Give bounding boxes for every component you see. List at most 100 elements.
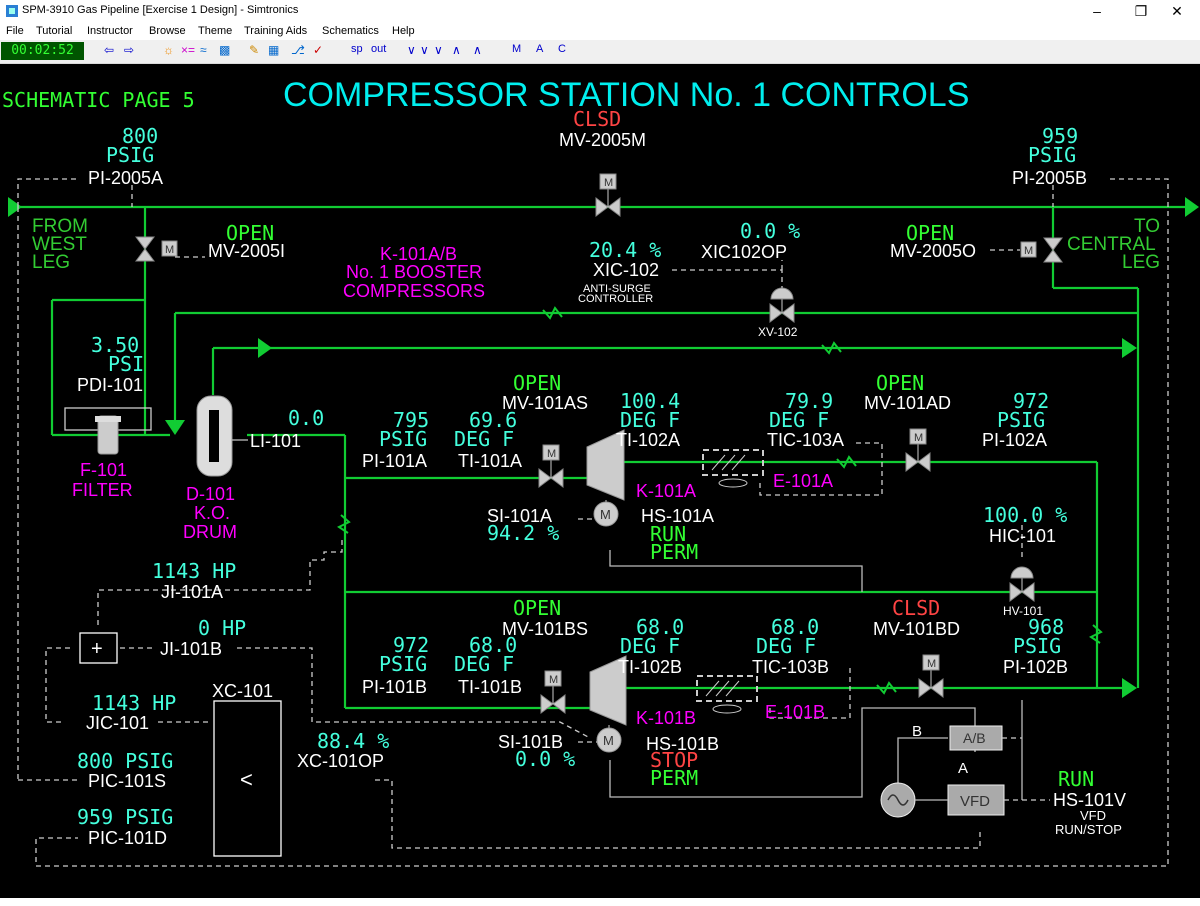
bottom-bar [0, 898, 1200, 906]
vfd-block[interactable]: VFD [947, 784, 1005, 816]
ji-101b-tag[interactable]: JI-101B [160, 639, 222, 659]
trend-icon[interactable]: ≈ [200, 43, 207, 57]
mv-2005i-tag[interactable]: MV-2005I [208, 241, 285, 261]
mv-2005i-status: OPEN [226, 221, 274, 245]
ti-101a-tag[interactable]: TI-101A [458, 451, 522, 471]
double-chevron-up-icon[interactable]: ∧ [473, 43, 482, 57]
k-101b-compressor[interactable] [589, 655, 627, 726]
hs-101b-tag[interactable]: HS-101B [646, 734, 719, 754]
flow-icon[interactable]: ⎇ [291, 43, 305, 57]
tic-103a-tag[interactable]: TIC-103A [767, 430, 844, 450]
pi-101b-tag[interactable]: PI-101B [362, 677, 427, 697]
ti-102a-tag[interactable]: TI-102A [616, 430, 680, 450]
mv-101bs-valve[interactable]: M [540, 670, 566, 714]
sp-button[interactable]: sp [351, 43, 363, 55]
svg-text:M: M [600, 507, 611, 522]
mv-101as-status: OPEN [513, 371, 561, 395]
back-arrow-icon[interactable]: ⇦ [104, 43, 115, 57]
mv-101bs-tag[interactable]: MV-101BS [502, 619, 588, 639]
hs-101a-tag[interactable]: HS-101A [641, 506, 714, 526]
si-101b-tag[interactable]: SI-101B [498, 732, 563, 752]
pi-2005a-tag[interactable]: PI-2005A [88, 168, 163, 188]
title-bar: SPM-3910 Gas Pipeline [Exercise 1 Design… [0, 0, 1200, 22]
pi-102b-tag[interactable]: PI-102B [1003, 657, 1068, 677]
pic-101s-tag[interactable]: PIC-101S [88, 771, 166, 791]
xv-102-valve[interactable] [769, 287, 795, 323]
ti-101b-tag[interactable]: TI-101B [458, 677, 522, 697]
xc-101op-tag[interactable]: XC-101OP [297, 751, 384, 771]
menu-file[interactable]: File [6, 25, 24, 37]
xc-101-tag[interactable]: XC-101 [212, 681, 273, 701]
checklist-icon[interactable]: ✓ [313, 43, 324, 57]
tic-103a-value: 79.9 [785, 389, 833, 413]
pi-2005b-tag[interactable]: PI-2005B [1012, 168, 1087, 188]
xc-101-block[interactable] [213, 700, 282, 857]
menu-tutorial[interactable]: Tutorial [36, 25, 73, 37]
xc-101-symbol: < [240, 767, 253, 792]
k-101a-compressor[interactable] [586, 429, 625, 501]
e-101a-cooler[interactable] [702, 449, 764, 488]
mv-2005o-valve[interactable]: M [1020, 237, 1063, 263]
menu-training-aids[interactable]: Training Aids [244, 25, 308, 37]
out-button[interactable]: out [371, 43, 387, 55]
mv-101bd-tag[interactable]: MV-101BD [873, 619, 960, 639]
malfunction-icon[interactable]: ×= [181, 43, 196, 57]
close-icon[interactable]: ✕ [1171, 3, 1183, 19]
menu-help[interactable]: Help [392, 25, 415, 37]
k-101a-motor[interactable]: M [593, 500, 619, 527]
manual-button[interactable]: M [512, 43, 522, 55]
mv-101ad-valve[interactable]: M [905, 428, 931, 472]
ab-selector[interactable]: A/B [949, 725, 1003, 751]
chevron-down-icon[interactable]: ∨ [407, 43, 416, 57]
menu-browse[interactable]: Browse [149, 25, 186, 37]
mv-2005m-valve[interactable]: M [595, 173, 621, 217]
pi-101a-tag[interactable]: PI-101A [362, 451, 427, 471]
si-101a-tag[interactable]: SI-101A [487, 506, 552, 526]
pic-101s-value: 800 PSIG [77, 749, 173, 773]
pi-102a-tag[interactable]: PI-102A [982, 430, 1047, 450]
bar-chart-icon[interactable]: ▩ [219, 43, 231, 57]
menu-theme[interactable]: Theme [198, 25, 233, 37]
sun-icon[interactable]: ☼ [163, 43, 174, 57]
jic-101-tag[interactable]: JIC-101 [86, 713, 149, 733]
f-101-filter[interactable] [95, 415, 121, 455]
pic-101d-tag[interactable]: PIC-101D [88, 828, 167, 848]
xic102op-tag[interactable]: XIC102OP [701, 242, 787, 262]
pi-102a-value: 972 [1013, 389, 1049, 413]
hv-101-tag[interactable]: HV-101 [1003, 604, 1043, 618]
ti-102a-unit: DEG F [620, 408, 680, 432]
hv-101-valve[interactable] [1009, 566, 1035, 602]
tic-103b-tag[interactable]: TIC-103B [752, 657, 829, 677]
e-101b-cooler[interactable] [696, 675, 758, 714]
forward-arrow-icon[interactable]: ⇨ [124, 43, 135, 57]
menu-instructor[interactable]: Instructor [87, 25, 133, 37]
chevron-down-alt-icon[interactable]: ∨ [434, 43, 443, 57]
pencil-icon[interactable]: ✎ [249, 43, 260, 57]
restore-icon[interactable]: ❐ [1134, 3, 1148, 19]
grid-icon[interactable]: ▦ [268, 43, 280, 57]
mv-101as-tag[interactable]: MV-101AS [502, 393, 588, 413]
mv-2005o-tag[interactable]: MV-2005O [890, 241, 976, 261]
d-101-drum[interactable] [196, 395, 233, 477]
pdi-101-tag[interactable]: PDI-101 [77, 375, 143, 395]
ji-101a-tag[interactable]: JI-101A [161, 582, 223, 602]
mv-101ad-tag[interactable]: MV-101AD [864, 393, 951, 413]
mv-2005m-tag[interactable]: MV-2005M [559, 130, 646, 150]
auto-button[interactable]: A [536, 43, 544, 55]
minimize-icon[interactable]: – [1093, 3, 1101, 19]
chevron-up-icon[interactable]: ∧ [452, 43, 461, 57]
xic-102-tag[interactable]: XIC-102 [593, 260, 659, 280]
hic-101-tag[interactable]: HIC-101 [989, 526, 1056, 546]
ti-102b-tag[interactable]: TI-102B [618, 657, 682, 677]
hs-101v-tag[interactable]: HS-101V [1053, 790, 1126, 810]
k-101b-motor[interactable]: M [596, 725, 622, 753]
li-101-tag[interactable]: LI-101 [250, 431, 301, 451]
double-chevron-down-icon[interactable]: ∨ [420, 43, 429, 57]
mv-101bd-valve[interactable]: M [918, 654, 944, 698]
hs-101b-state: STOP [650, 748, 698, 772]
mv-101as-valve[interactable]: M [538, 444, 564, 488]
cascade-button[interactable]: C [558, 43, 566, 55]
mv-2005i-valve[interactable]: M [135, 236, 178, 262]
xv-102-tag[interactable]: XV-102 [758, 325, 798, 339]
menu-schematics[interactable]: Schematics [322, 25, 379, 37]
